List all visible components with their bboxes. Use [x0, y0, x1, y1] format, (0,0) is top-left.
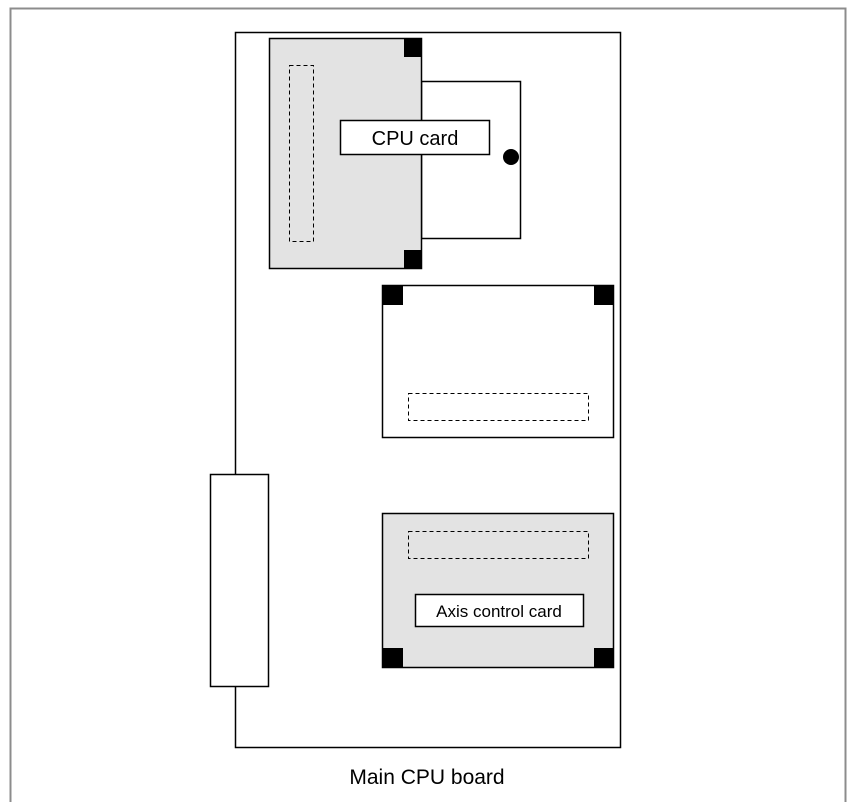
axis-card-corner-pad: [594, 648, 614, 667]
cpu-card-connector: [289, 65, 314, 242]
middle-slot-connector: [408, 393, 589, 421]
cpu-card-mounting-hole: [503, 149, 519, 165]
cpu-card-corner-pad: [404, 250, 421, 269]
middle-slot-corner-pad: [594, 286, 614, 305]
cpu-card-label: CPU card: [372, 128, 459, 150]
axis-card-label-box: [414, 593, 585, 628]
axis-control-card-label: Axis control card: [436, 602, 562, 621]
cpu-card-label-box: [339, 119, 491, 156]
diagram-caption: Main CPU board: [349, 766, 504, 789]
middle-slot-corner-pad: [383, 286, 403, 305]
cpu-card-corner-pad: [404, 38, 421, 57]
middle-card-slot: [381, 284, 615, 439]
axis-control-card: [381, 512, 615, 669]
axis-card-connector: [408, 531, 589, 559]
figure-frame: [9, 7, 847, 802]
axis-card-corner-pad: [383, 648, 403, 667]
edge-connector: [209, 473, 270, 688]
